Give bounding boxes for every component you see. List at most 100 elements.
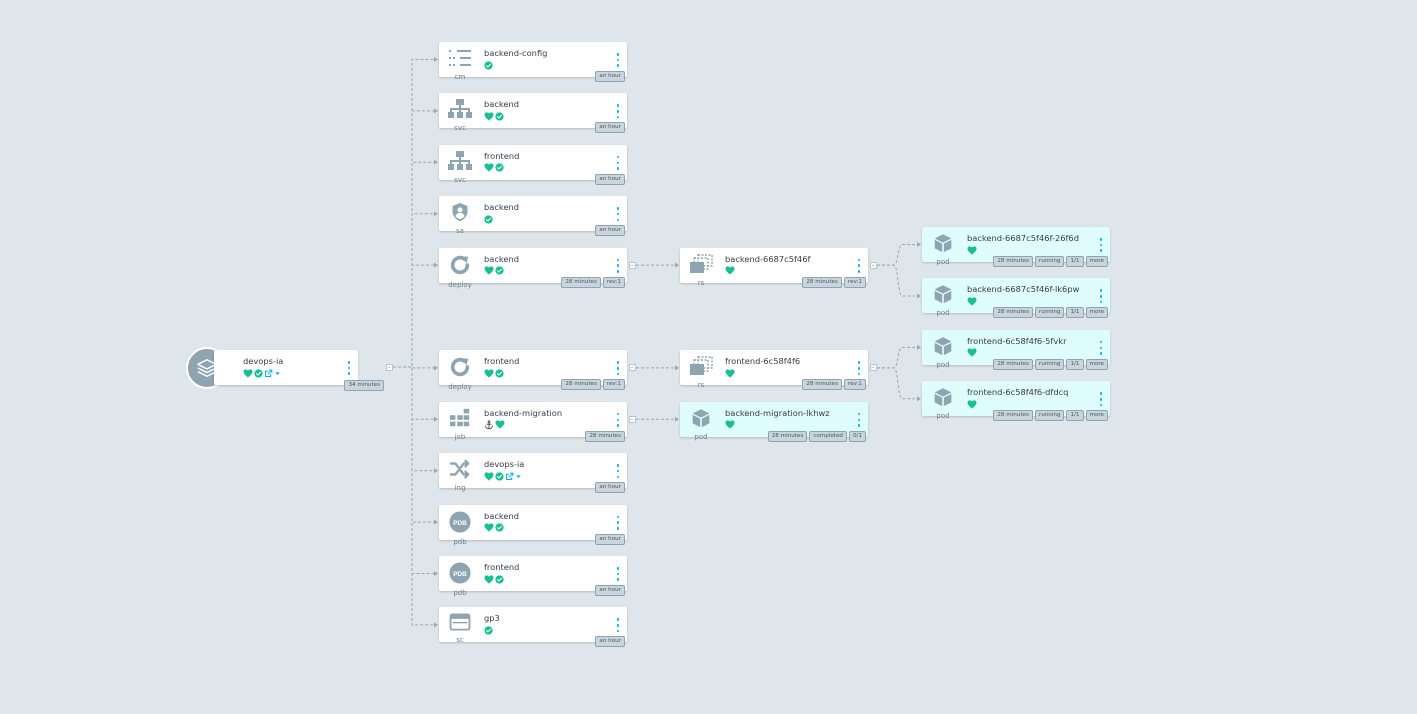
resource-kind: ing bbox=[454, 484, 466, 493]
resource-tag[interactable]: more bbox=[1085, 256, 1108, 268]
resource-node-svc[interactable]: svc backend an hour bbox=[439, 93, 627, 134]
resource-tags: an hour bbox=[595, 225, 625, 237]
resource-menu-button[interactable] bbox=[616, 515, 620, 530]
collapse-toggle[interactable]: – bbox=[869, 261, 877, 269]
edge-arrow bbox=[434, 468, 438, 474]
caret-down-icon[interactable] bbox=[515, 473, 522, 480]
resource-tag: running bbox=[1034, 307, 1065, 319]
application-node[interactable]: devops-ia 34 minutes bbox=[214, 350, 384, 391]
collapse-toggle[interactable]: – bbox=[628, 364, 636, 372]
resource-kind-icon: sc bbox=[439, 607, 481, 644]
resource-tag: an hour bbox=[595, 585, 625, 596]
caret-down-icon[interactable] bbox=[274, 370, 281, 377]
resource-name: backend-6687c5f46f bbox=[725, 253, 811, 264]
resource-name: backend-migration bbox=[484, 407, 563, 418]
resource-menu-button[interactable] bbox=[1099, 289, 1103, 304]
resource-tags: an hour bbox=[595, 122, 625, 134]
application-menu-button[interactable] bbox=[347, 361, 351, 375]
edge bbox=[877, 264, 918, 297]
resource-status bbox=[484, 420, 505, 430]
resource-menu-button[interactable] bbox=[616, 464, 620, 479]
external-link-icon[interactable] bbox=[264, 369, 273, 378]
resource-tags: an hour bbox=[595, 585, 625, 596]
check-circle-icon bbox=[254, 368, 263, 378]
resource-status bbox=[484, 368, 504, 378]
edge-arrow bbox=[675, 416, 679, 422]
resource-tag: 28 minutes bbox=[802, 276, 842, 288]
resource-menu-button[interactable] bbox=[616, 104, 620, 119]
resource-menu-button[interactable] bbox=[616, 361, 620, 376]
collapse-toggle[interactable]: – bbox=[628, 415, 636, 423]
resource-name: backend-6687c5f46f-lk6pw bbox=[967, 284, 1080, 295]
resource-menu-button[interactable] bbox=[616, 53, 620, 67]
resource-menu-button[interactable] bbox=[1099, 238, 1103, 253]
resource-kind: svc bbox=[454, 175, 466, 184]
edge bbox=[393, 366, 435, 626]
resource-menu-button[interactable] bbox=[857, 361, 861, 376]
resource-kind-icon: rs bbox=[680, 350, 722, 389]
resource-menu-button[interactable] bbox=[1099, 340, 1103, 355]
edge-arrow bbox=[434, 365, 438, 371]
resource-menu-button[interactable] bbox=[616, 567, 620, 581]
resource-kind-icon: sa bbox=[439, 196, 481, 235]
check-circle-icon bbox=[495, 369, 504, 378]
edge bbox=[393, 366, 435, 523]
resource-menu-button[interactable] bbox=[857, 258, 861, 273]
resource-kind-icon: svc bbox=[439, 145, 481, 184]
resource-tag: 28 minutes bbox=[993, 256, 1033, 268]
pod-icon bbox=[691, 402, 711, 432]
resource-menu-button[interactable] bbox=[616, 207, 620, 222]
resource-tag: 0/1 bbox=[848, 430, 866, 442]
resource-menu-button[interactable] bbox=[1099, 392, 1103, 407]
resource-status bbox=[484, 574, 504, 584]
resource-menu-button[interactable] bbox=[616, 412, 620, 427]
check-circle-icon bbox=[495, 266, 504, 275]
resource-menu-button[interactable] bbox=[857, 412, 861, 427]
resource-name: backend bbox=[484, 99, 520, 110]
resource-tags: an hour bbox=[595, 71, 625, 82]
collapse-toggle[interactable]: – bbox=[869, 364, 877, 372]
anchor-icon bbox=[484, 420, 494, 430]
resource-tag: 1/1 bbox=[1066, 307, 1084, 319]
edge-arrow bbox=[434, 416, 438, 422]
resource-kind: svc bbox=[454, 124, 466, 133]
collapse-toggle[interactable]: – bbox=[628, 261, 636, 269]
edge-arrow bbox=[434, 57, 438, 62]
resource-menu-button[interactable] bbox=[616, 618, 620, 633]
edge-arrow bbox=[917, 242, 921, 248]
resource-tag[interactable]: more bbox=[1085, 358, 1108, 370]
edge bbox=[393, 213, 435, 368]
resource-name: frontend-6c58f4f6 bbox=[725, 356, 801, 367]
resource-tag[interactable]: more bbox=[1085, 410, 1108, 422]
resource-tag: an hour bbox=[595, 122, 625, 134]
collapse-toggle[interactable]: – bbox=[385, 363, 393, 371]
resource-tag[interactable]: more bbox=[1085, 307, 1108, 319]
resource-tag: 1/1 bbox=[1066, 256, 1084, 268]
external-link-icon[interactable] bbox=[505, 472, 514, 481]
resource-menu-button[interactable] bbox=[616, 155, 620, 170]
resource-kind: sa bbox=[456, 227, 464, 236]
resource-menu-button[interactable] bbox=[616, 258, 620, 273]
resource-tags: an hour bbox=[595, 482, 625, 494]
